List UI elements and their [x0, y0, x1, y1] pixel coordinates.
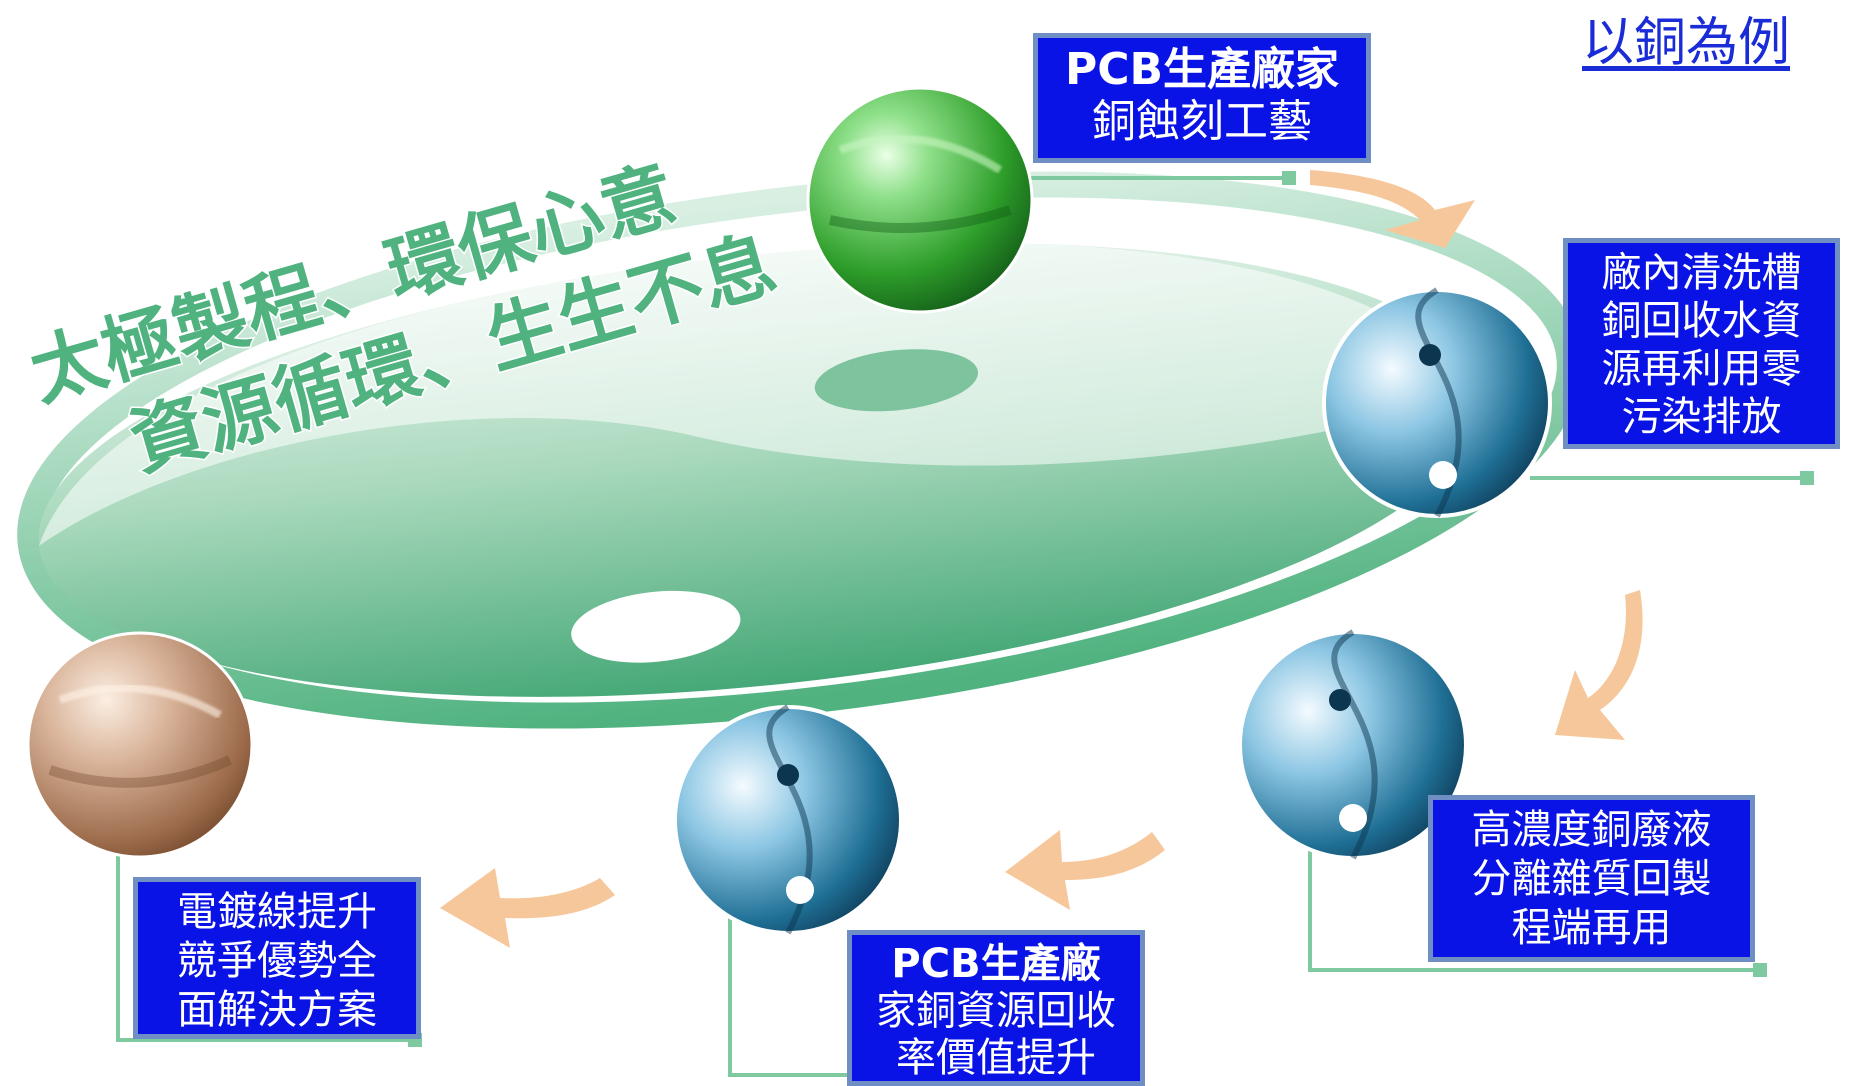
- flow-arrows: [440, 170, 1643, 948]
- curved-arrow-icon: [1310, 170, 1475, 248]
- step-box-4: PCB生產廠 家銅資源回收 率價值提升: [847, 930, 1145, 1086]
- step-2-line-1: 廠內清洗槽: [1601, 250, 1802, 296]
- step-3-line-1: 高濃度銅廢液: [1471, 807, 1712, 853]
- taiji-dot-lower: [571, 590, 741, 663]
- corner-label: 以銅為例: [1582, 13, 1791, 73]
- step-box-5: 電鍍線提升 競爭優勢全 面解決方案: [133, 877, 421, 1039]
- connector-bottom: [728, 910, 850, 1077]
- step-5-line-3: 面解決方案: [177, 987, 377, 1033]
- yin-yang-sphere-icon: [1322, 287, 1552, 518]
- step-5-line-1: 電鍍線提升: [177, 889, 377, 935]
- taiji-dot-upper: [814, 349, 978, 412]
- connector-bronze: [116, 855, 420, 1042]
- connectors: [116, 171, 1814, 1077]
- step-2-line-4: 污染排放: [1621, 394, 1782, 440]
- step-4-line-2: 家銅資源回收: [876, 988, 1116, 1034]
- yin-yang-sphere-icon: [1238, 629, 1468, 860]
- green-sphere-icon: [806, 86, 1034, 314]
- curved-arrow-icon: [1555, 590, 1643, 740]
- step-1-line-2: 銅蝕刻工藝: [1092, 96, 1312, 147]
- step-5-line-2: 競爭優勢全: [177, 938, 377, 984]
- step-3-line-2: 分離雜質回製: [1471, 856, 1712, 902]
- step-1-line-1: PCB生產廠家: [1064, 44, 1340, 95]
- step-4-line-3: 率價值提升: [896, 1035, 1096, 1081]
- yin-yang-sphere-icon: [673, 704, 903, 935]
- step-3-line-3: 程端再用: [1511, 905, 1672, 951]
- step-box-2: 廠內清洗槽 銅回收水資 源再利用零 污染排放: [1563, 238, 1840, 449]
- curved-arrow-icon: [1005, 830, 1165, 910]
- connector-lowright: [1308, 840, 1760, 972]
- taiji-symbol: [38, 242, 1482, 697]
- step-2-line-2: 銅回收水資: [1601, 298, 1802, 344]
- step-box-3: 高濃度銅廢液 分離雜質回製 程端再用: [1428, 795, 1755, 962]
- step-4-line-1: PCB生產廠: [891, 941, 1101, 987]
- curved-arrow-icon: [440, 868, 615, 948]
- step-2-line-3: 源再利用零: [1601, 346, 1802, 392]
- step-box-1: PCB生產廠家 銅蝕刻工藝: [1033, 33, 1371, 163]
- bronze-sphere-icon: [26, 631, 254, 859]
